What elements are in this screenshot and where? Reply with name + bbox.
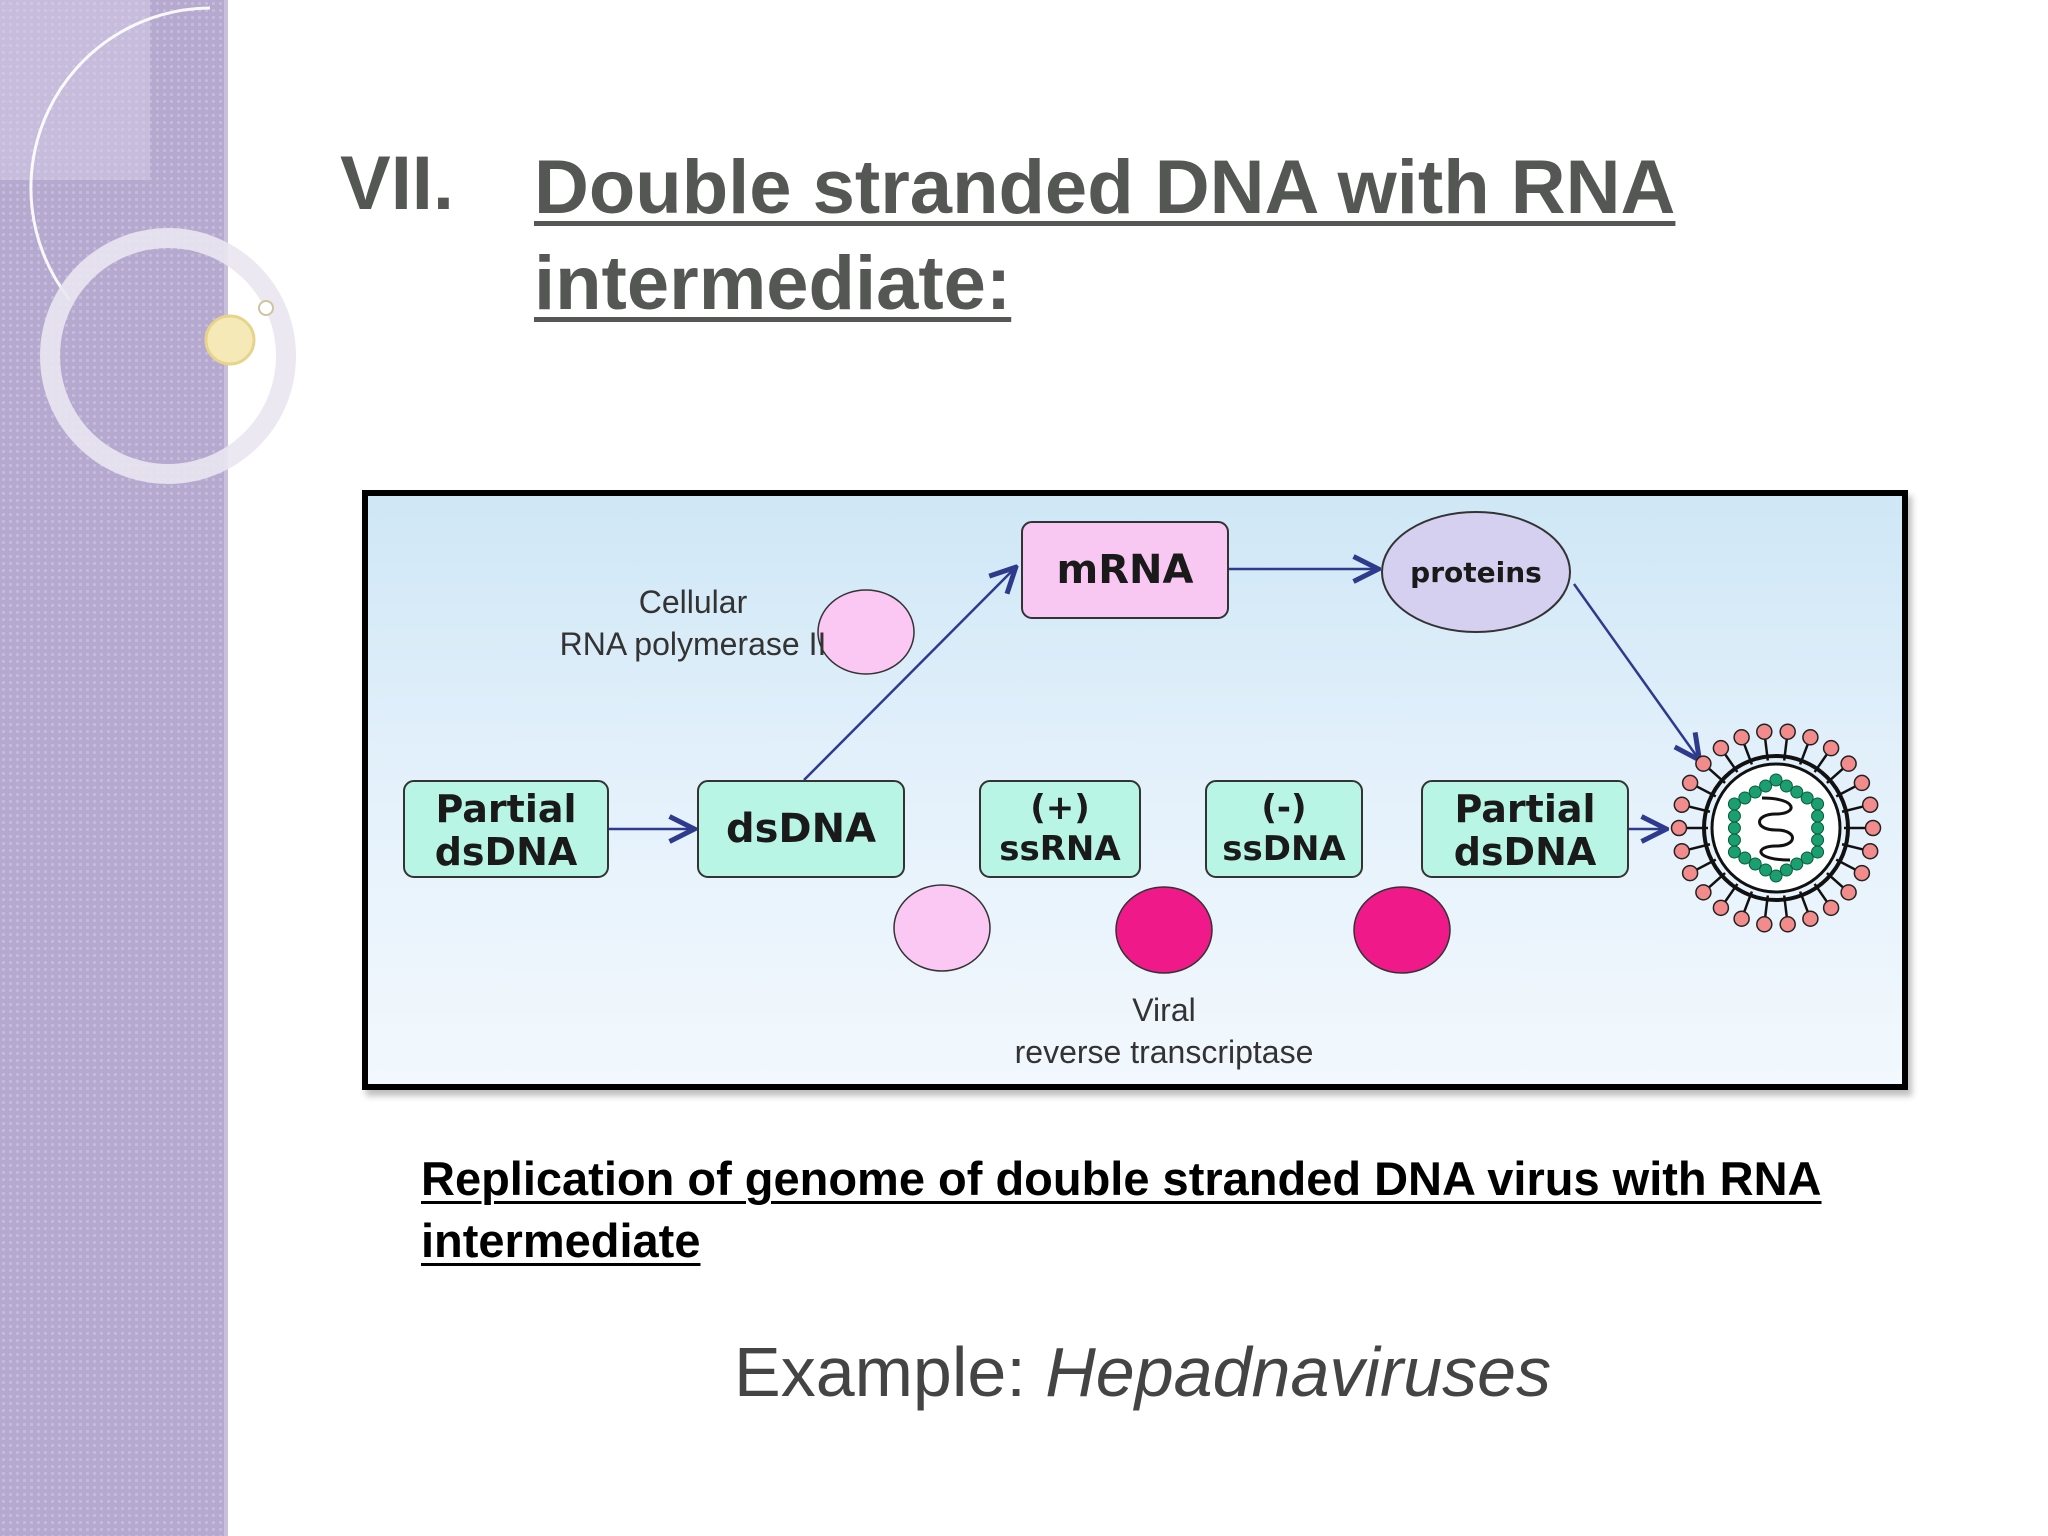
node-minus-ssdna: (-) ssDNA — [1205, 780, 1363, 878]
reverse-transcriptase-label: reverse transcriptase — [1015, 1034, 1314, 1070]
virion-capsomer — [1769, 869, 1783, 883]
virion-capsomer — [1759, 863, 1773, 877]
virion-capsomer — [1727, 821, 1741, 835]
svg-text:ssDNA: ssDNA — [1222, 829, 1346, 869]
example-virus-name: Hepadnaviruses — [1045, 1333, 1552, 1411]
page-title: Double stranded DNA with RNA intermediat… — [534, 145, 1676, 326]
arrow-dsdna-to-mrna — [803, 569, 1014, 781]
virion-spike-knob — [1695, 755, 1712, 772]
svg-text:dsDNA: dsDNA — [435, 830, 578, 874]
virion-spike-knob — [1840, 755, 1857, 772]
svg-text:mRNA: mRNA — [1057, 547, 1194, 593]
virion-capsomer — [1748, 857, 1762, 871]
node-proteins: proteins — [1381, 511, 1571, 633]
svg-text:Partial: Partial — [1454, 787, 1595, 831]
virion-spike-knob — [1853, 864, 1871, 882]
virion-spike-knob — [1673, 796, 1691, 814]
virion-spike-knob — [1802, 729, 1819, 746]
virion-capsomer — [1738, 851, 1752, 865]
svg-text:Partial: Partial — [435, 787, 576, 831]
node-mrna: mRNA — [1021, 521, 1229, 619]
node-dsdna: dsDNA — [697, 780, 905, 878]
virion-capsomer — [1748, 785, 1762, 799]
reverse-transcriptase-icon-2 — [1353, 886, 1451, 974]
node-partial-dsdna-start: Partial dsDNA — [403, 780, 609, 878]
virion-capsomer — [1779, 863, 1793, 877]
rna-polymerase-enzyme-icon — [817, 589, 915, 675]
gold-dot-icon — [204, 314, 256, 366]
virion-capsomer — [1759, 779, 1773, 793]
virion-spike-knob — [1681, 774, 1699, 792]
virion-spike-knob — [1756, 723, 1773, 740]
virion-spike-knob — [1802, 910, 1819, 927]
virion-spike-knob — [1712, 899, 1730, 917]
virion-capsomer — [1727, 809, 1741, 823]
node-plus-ssrna: (+) ssRNA — [979, 780, 1141, 878]
virion-spike-knob — [1670, 819, 1688, 837]
svg-text:proteins: proteins — [1410, 556, 1542, 589]
virion-capsomer — [1800, 851, 1814, 865]
virion-envelope — [1702, 754, 1850, 902]
virion-spike-knob — [1840, 884, 1857, 901]
virion-spike-knob — [1822, 899, 1840, 917]
virion-capsomer — [1790, 857, 1804, 871]
virion-capsomer — [1727, 797, 1741, 811]
svg-text:dsDNA: dsDNA — [1454, 830, 1597, 874]
example-line: Example: Hepadnaviruses — [734, 1332, 1551, 1412]
virion-spike-knob — [1822, 739, 1840, 757]
virion-spike-knob — [1779, 723, 1796, 740]
cellular-label: Cellular — [639, 584, 748, 620]
virion-spike-knob — [1712, 739, 1730, 757]
virion-spike-knob — [1733, 910, 1750, 927]
virion-capsomer — [1811, 821, 1825, 835]
virion-spike-knob — [1779, 916, 1796, 933]
virion-spike-knob — [1681, 864, 1699, 882]
virion-capsomer — [1800, 791, 1814, 805]
example-prefix: Example: — [734, 1333, 1046, 1411]
figure-caption: Replication of genome of double stranded… — [421, 1152, 1822, 1267]
virion-genome — [1758, 796, 1794, 862]
virion-capsomer — [1790, 785, 1804, 799]
svg-text:ssRNA: ssRNA — [999, 829, 1121, 869]
virion-capsomer — [1727, 833, 1741, 847]
virion-capsomer — [1769, 773, 1783, 787]
enzyme-light-icon — [893, 884, 991, 972]
small-dot-icon — [258, 300, 274, 316]
virion-spike-knob — [1861, 842, 1879, 860]
virion-spike-knob — [1756, 916, 1773, 933]
virion-spike-knob — [1864, 819, 1882, 837]
decorative-rings — [0, 0, 296, 484]
replication-diagram: Partial dsDNA dsDNA (+) ssRNA (-) ssDNA … — [362, 490, 1908, 1090]
virion-spike-knob — [1673, 842, 1691, 860]
arrow-proteins-to-virion — [1572, 583, 1698, 758]
reverse-transcriptase-icon-1 — [1115, 886, 1213, 974]
svg-text:(+): (+) — [1030, 788, 1090, 828]
virion-capsomer — [1779, 779, 1793, 793]
virion-spike-knob — [1695, 884, 1712, 901]
virion-spike-knob — [1861, 796, 1879, 814]
svg-text:dsDNA: dsDNA — [726, 806, 876, 852]
virion-spike-knob — [1853, 774, 1871, 792]
rna-polymerase-label: RNA polymerase II — [560, 626, 827, 662]
virus-particle-icon — [1670, 723, 1882, 933]
node-partial-dsdna-end: Partial dsDNA — [1421, 780, 1629, 878]
svg-text:(-): (-) — [1261, 788, 1306, 828]
title-number: VII. — [340, 141, 455, 226]
virion-capsomer — [1727, 845, 1741, 859]
virion-spike-knob — [1733, 729, 1750, 746]
diagram-canvas: Partial dsDNA dsDNA (+) ssRNA (-) ssDNA … — [403, 511, 1882, 1070]
virion-capsomer — [1738, 791, 1752, 805]
viral-label: Viral — [1132, 992, 1195, 1028]
virion-capsomer — [1811, 809, 1825, 823]
virion-capsomer — [1811, 833, 1825, 847]
virion-capsomer — [1811, 797, 1825, 811]
